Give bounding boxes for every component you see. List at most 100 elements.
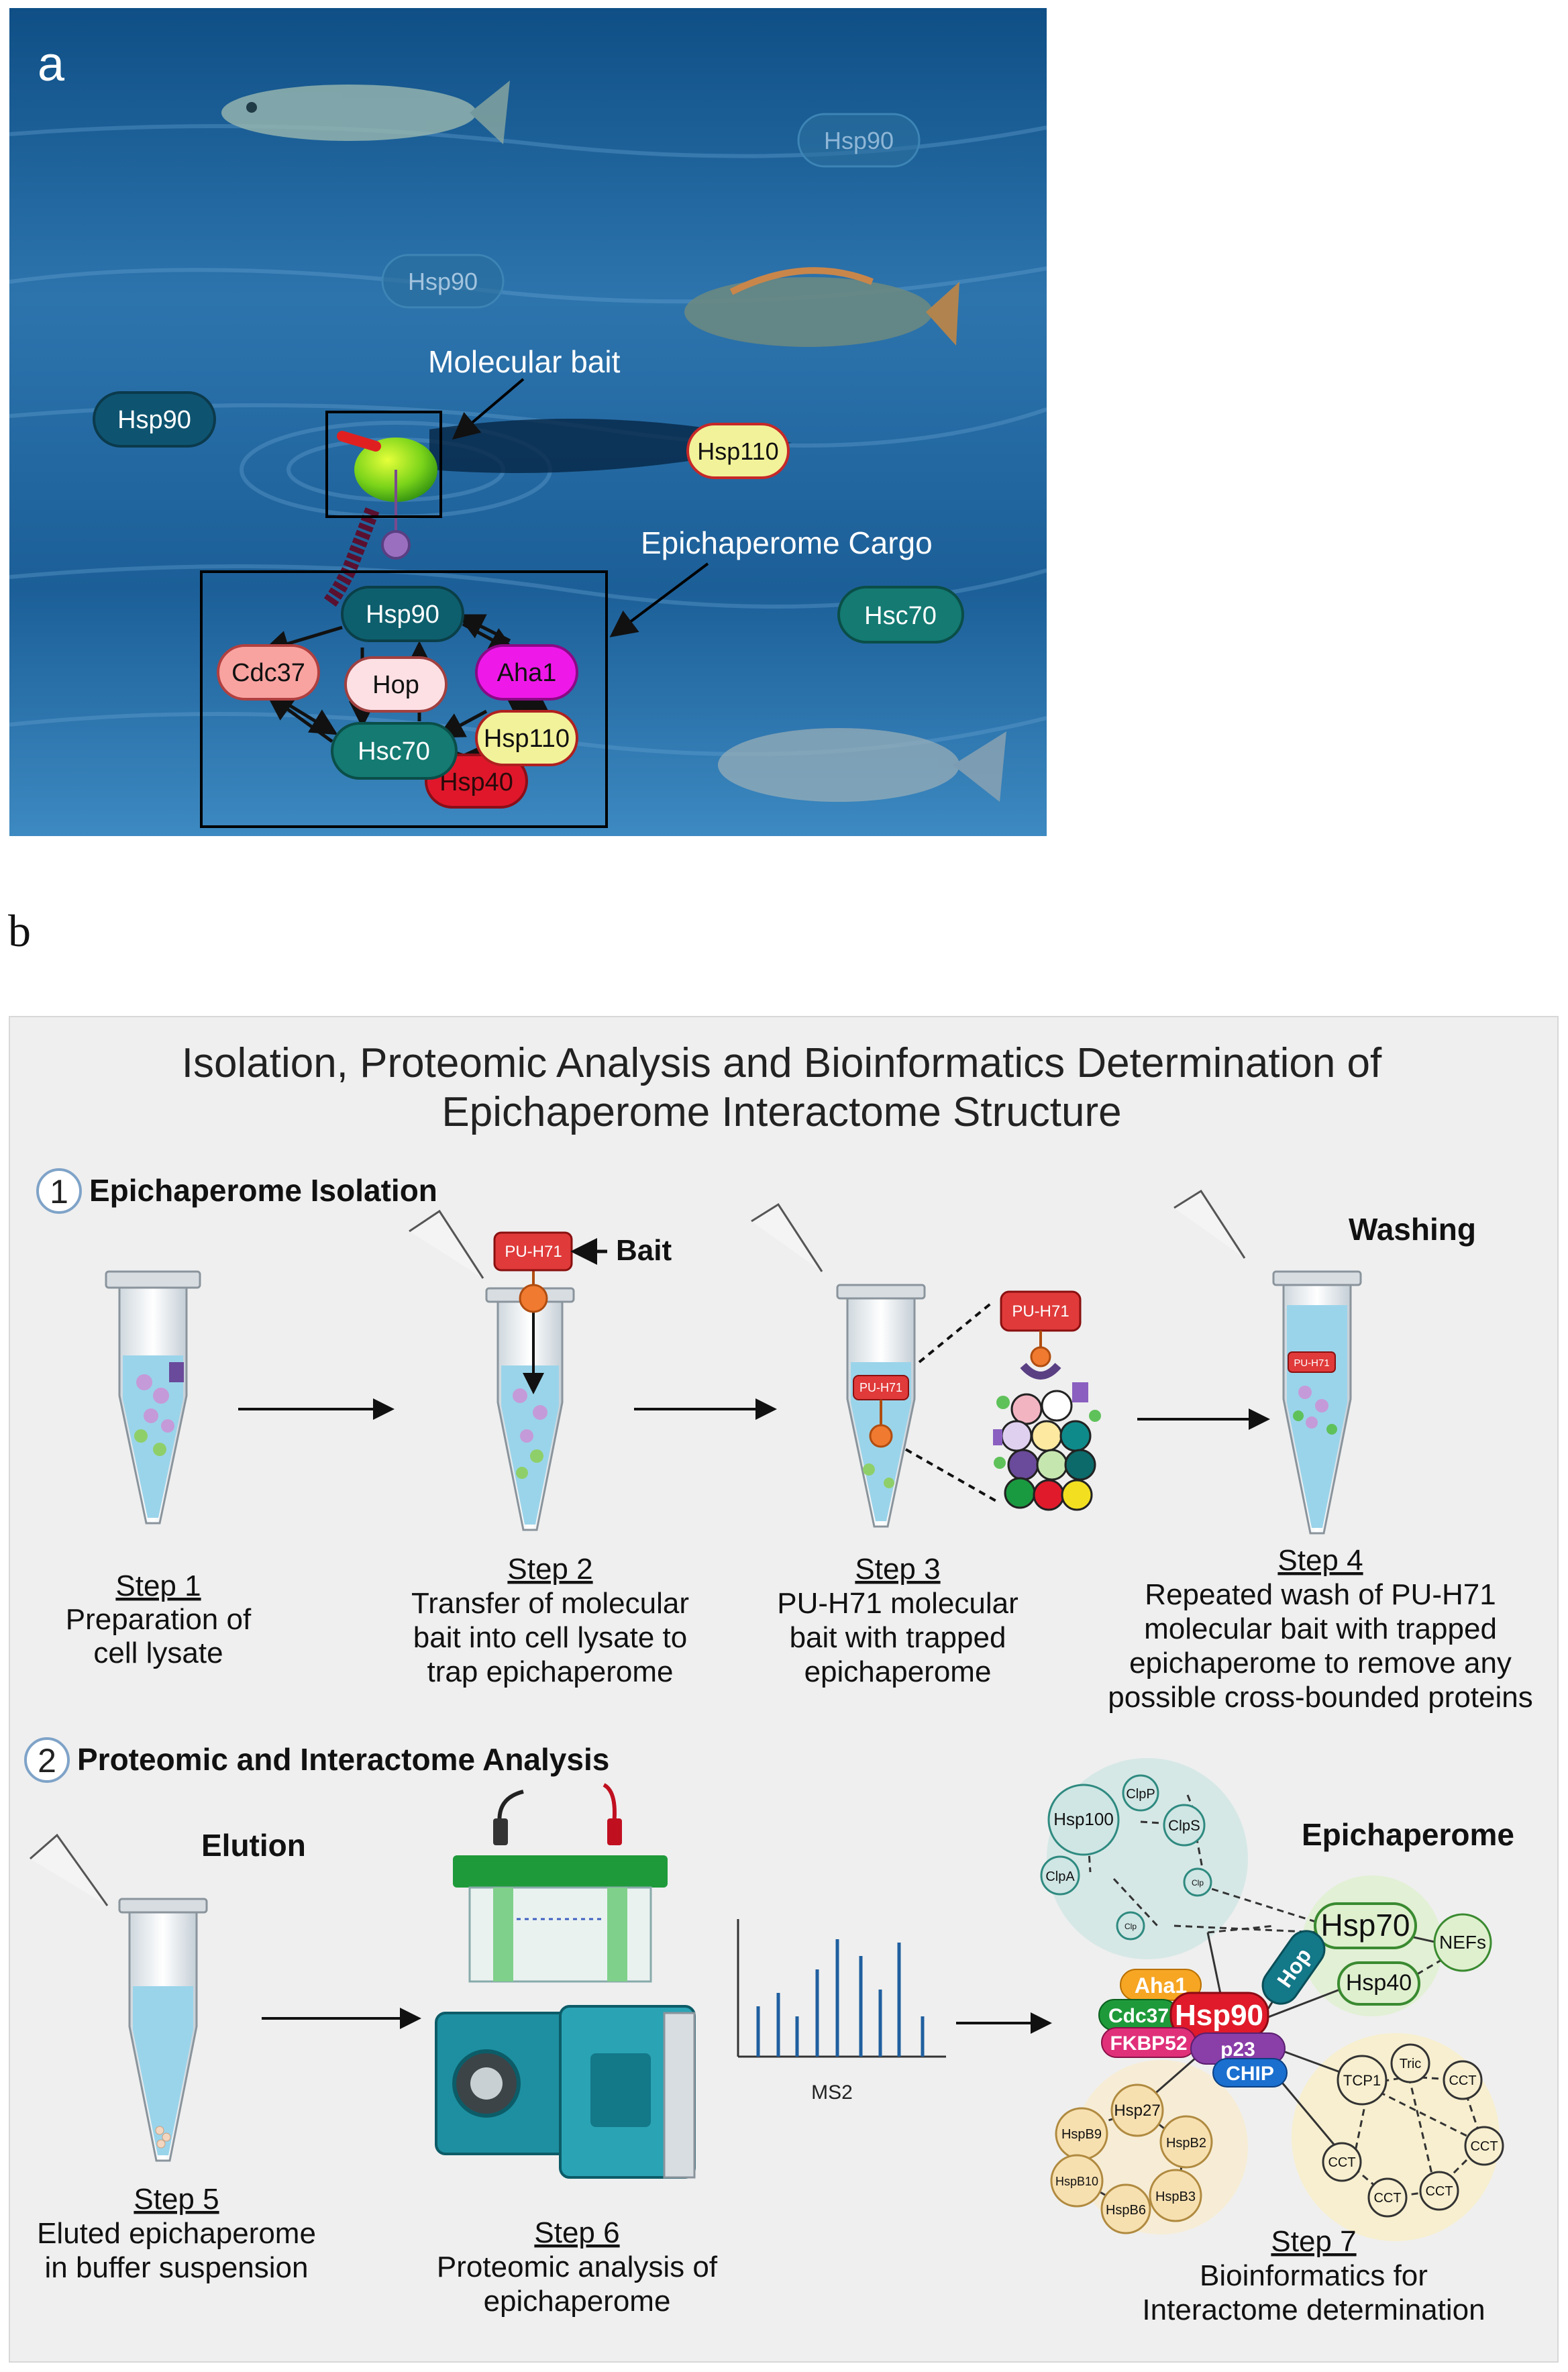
svg-text:CHIP: CHIP — [1226, 2063, 1274, 2085]
step4-line4: possible cross-bounded proteins — [1108, 1681, 1533, 1714]
complex-hsp110: Hsp110 — [475, 710, 578, 766]
step6-text: Step 6 Proteomic analysis of epichaperom… — [437, 2216, 718, 2318]
node-clpa: ClpA — [1040, 1855, 1080, 1896]
tube-step5 — [30, 1833, 208, 2162]
washing-label: Washing — [1349, 1212, 1476, 1247]
cargo-box — [200, 570, 608, 828]
node-clps: ClpS — [1163, 1804, 1206, 1847]
complex-hsp90: Hsp90 — [341, 586, 464, 642]
step4-line2: molecular bait with trapped — [1144, 1612, 1497, 1645]
panel-a: a Hsp90 Hsp90 Hsp90 — [9, 8, 1047, 836]
tube-step1 — [105, 1270, 201, 1525]
step5-line2: in buffer suspension — [44, 2251, 308, 2284]
svg-text:Hsp90: Hsp90 — [1175, 1999, 1263, 2032]
svg-text:Cdc37: Cdc37 — [231, 659, 305, 687]
step5-text: Step 5 Eluted epichaperome in buffer sus… — [37, 2183, 316, 2284]
node-p23: p23 — [1190, 2032, 1286, 2065]
step6-line2: epichaperome — [484, 2285, 671, 2318]
svg-text:CCT: CCT — [1328, 2155, 1355, 2170]
step7-line2: Interactome determination — [1142, 2293, 1485, 2326]
floating-hsc70: Hsc70 — [837, 586, 964, 643]
svg-text:Hsp90: Hsp90 — [408, 268, 478, 295]
gel-electrophoresis — [453, 1783, 668, 1983]
svg-text:HspB3: HspB3 — [1155, 2189, 1196, 2204]
node-clp-1: Clp — [1183, 1867, 1212, 1897]
svg-text:CCT: CCT — [1470, 2139, 1498, 2154]
floating-hsp90-far: Hsp90 — [797, 113, 921, 168]
svg-text:PU-H71: PU-H71 — [1294, 1357, 1329, 1369]
ms2-label: MS2 — [811, 2081, 853, 2104]
step2-text: Step 2 Transfer of molecular bait into c… — [411, 1553, 689, 1688]
fish-bottom-right — [718, 728, 1006, 802]
step2-line1: Transfer of molecular — [411, 1587, 689, 1620]
floating-hsp90-mid: Hsp90 — [381, 254, 505, 309]
node-cdc37: Cdc37 — [1098, 1999, 1179, 2031]
step1-line2: cell lysate — [93, 1637, 223, 1669]
complex-hop: Hop — [344, 656, 448, 713]
svg-text:Hsp70: Hsp70 — [1321, 1908, 1410, 1943]
step3-line1: PU-H71 molecular — [777, 1587, 1018, 1620]
svg-text:TCP1: TCP1 — [1343, 2072, 1381, 2089]
svg-text:Hsc70: Hsc70 — [864, 602, 937, 630]
svg-text:Hsp90: Hsp90 — [117, 406, 191, 434]
cargo-label: Epichaperome Cargo — [641, 525, 933, 560]
step5-line1: Eluted epichaperome — [37, 2217, 316, 2250]
svg-text:PU-H71: PU-H71 — [505, 1243, 562, 1261]
svg-text:Hsp40: Hsp40 — [1346, 1970, 1412, 1996]
node-hsp90: Hsp90 — [1169, 1992, 1269, 2039]
svg-text:ClpP: ClpP — [1126, 1787, 1155, 1802]
section1-badge — [36, 1168, 82, 1214]
section2-title: Proteomic and Interactome Analysis — [77, 1742, 609, 1777]
step3-text: Step 3 PU-H71 molecular bait with trappe… — [777, 1553, 1018, 1688]
node-cct-2: CCT — [1322, 2142, 1362, 2182]
node-nefs: NEFs — [1433, 1913, 1492, 1972]
svg-text:Hsp110: Hsp110 — [697, 437, 778, 465]
node-cct-1: CCT — [1443, 2060, 1483, 2100]
tube-step4: PU-H71 — [1173, 1189, 1362, 1535]
node-hsp100: Hsp100 — [1047, 1784, 1120, 1856]
step2-line2: bait into cell lysate to — [413, 1621, 687, 1654]
node-hspb2: HspB2 — [1159, 2115, 1213, 2169]
tube-step2 — [409, 1209, 575, 1531]
tube-step3: PU-H71 — [751, 1202, 926, 1528]
node-cct-3: CCT — [1464, 2126, 1504, 2166]
panel-b: Isolation, Proteomic Analysis and Bioinf… — [9, 1016, 1559, 2363]
step1-title: Step 1 — [115, 1569, 201, 1602]
node-aha1: Aha1 — [1120, 1969, 1202, 2001]
node-cct-5: CCT — [1419, 2171, 1459, 2211]
node-hspb10: HspB10 — [1050, 2154, 1104, 2208]
floating-hsp110: Hsp110 — [686, 423, 790, 479]
ms2-spectrum — [737, 1919, 946, 2058]
bait-highlight-box — [325, 411, 442, 518]
trapped-complex-step3: PU-H71 — [993, 1290, 1101, 1511]
svg-text:Hsp90: Hsp90 — [824, 127, 894, 154]
svg-text:Clp: Clp — [1125, 1922, 1137, 1931]
svg-text:HspB9: HspB9 — [1061, 2127, 1102, 2142]
step7-text: Step 7 Bioinformatics for Interactome de… — [1142, 2225, 1485, 2326]
step3-line3: epichaperome — [804, 1655, 992, 1688]
svg-text:HspB10: HspB10 — [1055, 2175, 1098, 2188]
svg-text:Clp: Clp — [1192, 1878, 1204, 1888]
node-clpp: ClpP — [1122, 1774, 1159, 1812]
svg-text:ClpS: ClpS — [1168, 1817, 1200, 1834]
node-hspb9: HspB9 — [1055, 2107, 1108, 2161]
node-hspb6: HspB6 — [1100, 2183, 1151, 2234]
complex-aha1: Aha1 — [475, 644, 578, 701]
complex-hsc70: Hsc70 — [331, 722, 458, 780]
svg-text:CCT: CCT — [1449, 2073, 1476, 2088]
svg-text:Cdc37: Cdc37 — [1108, 2005, 1169, 2027]
step4-text: Step 4 Repeated wash of PU-H71 molecular… — [1108, 1544, 1533, 1714]
molecular-bait-label: Molecular bait — [428, 344, 621, 379]
step1-line1: Preparation of — [66, 1603, 252, 1636]
svg-text:NEFs: NEFs — [1439, 1932, 1486, 1953]
bait-label: Bait — [616, 1234, 672, 1267]
step3-line2: bait with trapped — [790, 1621, 1006, 1654]
section2-number: 2 — [38, 1742, 56, 1780]
node-hspb3: HspB3 — [1149, 2169, 1202, 2222]
node-tcp1: TCP1 — [1337, 2055, 1388, 2106]
step7-line1: Bioinformatics for — [1200, 2259, 1428, 2292]
step5-title: Step 5 — [134, 2183, 219, 2216]
node-chip: CHIP — [1212, 2058, 1288, 2087]
svg-text:PU-H71: PU-H71 — [1012, 1302, 1069, 1321]
